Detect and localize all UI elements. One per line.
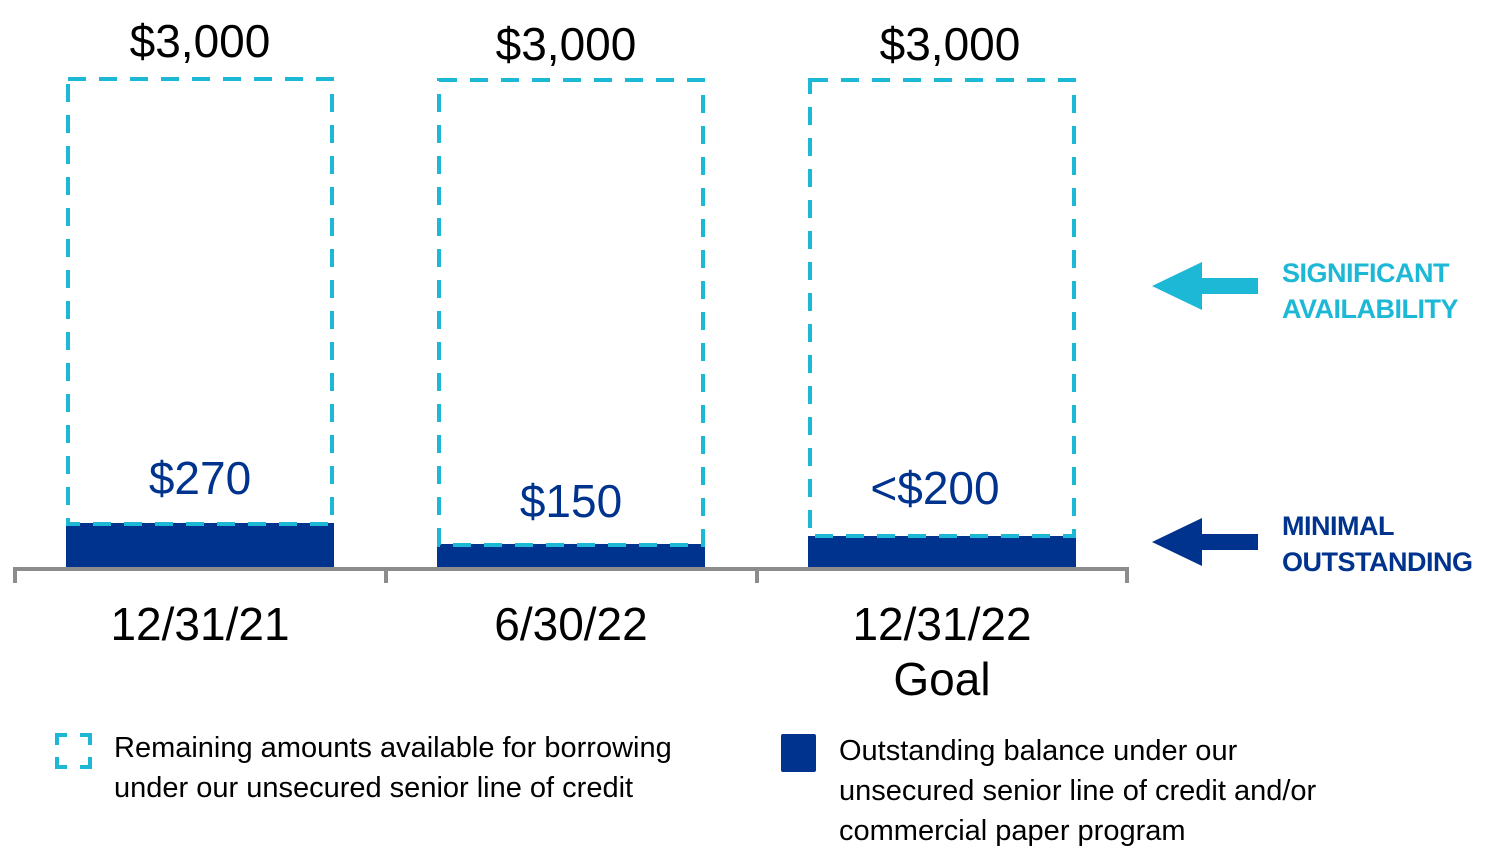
legend-swatch-available: [55, 733, 92, 769]
available-bar-1: [66, 77, 334, 526]
value-label-2: $150: [519, 475, 623, 527]
annotation-outstanding-line1: MINIMAL: [1282, 511, 1394, 541]
value-label-3: <$200: [870, 462, 1000, 514]
total-label-3: $3,000: [879, 18, 1021, 70]
annotation-availability-line2: AVAILABILITY: [1282, 294, 1459, 324]
legend-item-outstanding: Outstanding balance under our unsecured …: [839, 731, 1316, 851]
category-label-2: 6/30/22: [494, 598, 648, 650]
outstanding-bar-3: [808, 536, 1076, 568]
legend-available-line2: under our unsecured senior line of credi…: [114, 772, 634, 804]
total-label-1: $3,000: [129, 15, 271, 67]
category-label-3-sub: Goal: [893, 653, 991, 705]
available-bar-2: [437, 78, 705, 547]
legend-outstanding-line2: unsecured senior line of credit and/or: [839, 775, 1317, 807]
annotation-outstanding: MINIMAL OUTSTANDING: [1282, 508, 1473, 580]
category-label-3: 12/31/22: [852, 598, 1032, 650]
available-bar-3: [808, 78, 1076, 538]
arrow-left-icon-outstanding: [1152, 518, 1258, 566]
legend-outstanding-line3: commercial paper program: [839, 815, 1186, 847]
legend-swatch-outstanding: [781, 734, 816, 772]
legend-available-line1: Remaining amounts available for borrowin…: [114, 732, 672, 764]
arrow-left-icon-availability: [1152, 262, 1258, 310]
value-label-1: $270: [148, 452, 252, 504]
x-axis: [13, 567, 1129, 583]
outstanding-bar-1: [66, 523, 334, 568]
annotation-outstanding-line2: OUTSTANDING: [1282, 547, 1473, 577]
total-label-2: $3,000: [495, 18, 637, 70]
legend-item-available: Remaining amounts available for borrowin…: [114, 728, 672, 808]
legend-outstanding-line1: Outstanding balance under our: [839, 735, 1238, 767]
annotation-availability: SIGNIFICANT AVAILABILITY: [1282, 255, 1459, 327]
outstanding-bar-2: [437, 544, 705, 568]
category-label-1: 12/31/21: [110, 598, 290, 650]
annotation-availability-line1: SIGNIFICANT: [1282, 258, 1450, 288]
